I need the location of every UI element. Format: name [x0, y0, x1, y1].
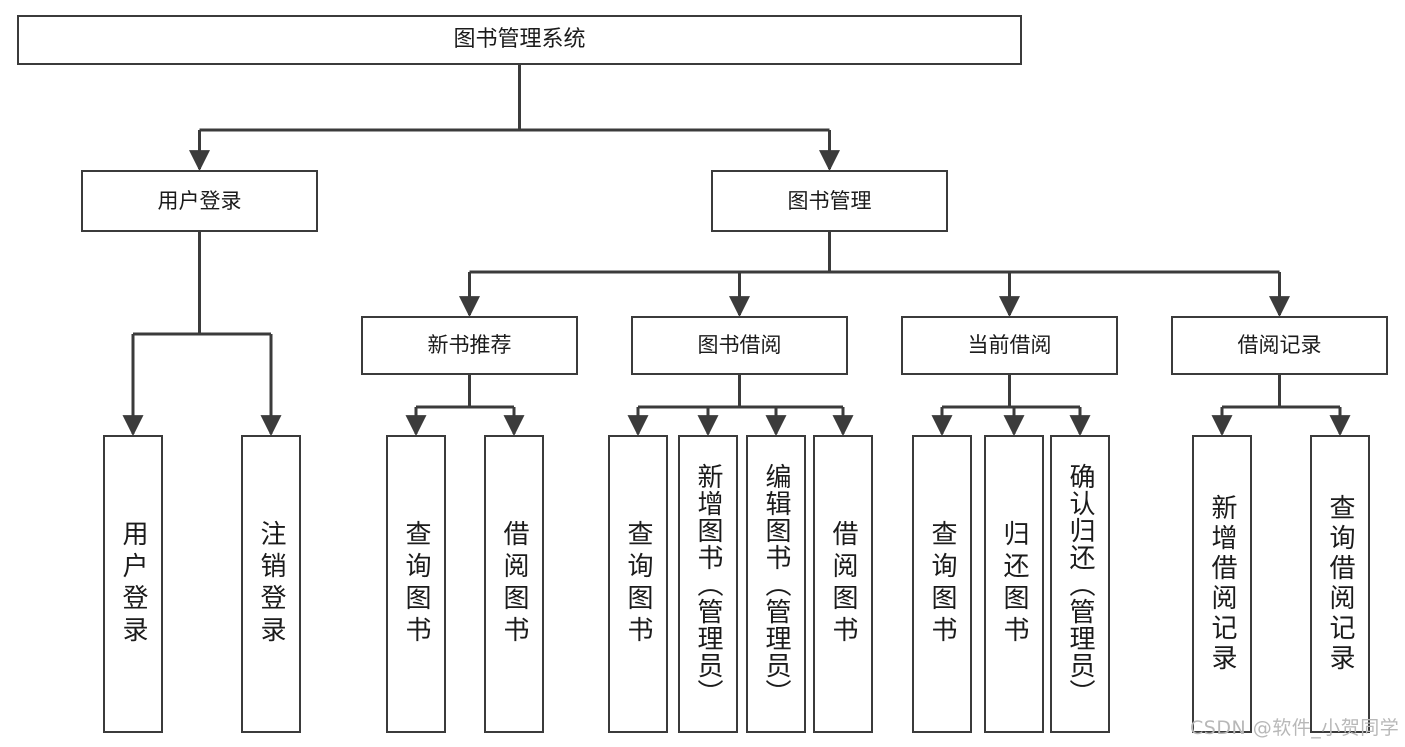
- node-root[interactable]: 图书管理系统: [17, 15, 1022, 65]
- csdn-watermark: CSDN @软件_小贺同学: [1190, 717, 1400, 739]
- node-user-login[interactable]: 用户登录: [81, 170, 318, 232]
- node-new-book-rec[interactable]: 新书推荐: [361, 316, 578, 375]
- node-leaf-add-book[interactable]: 新增图书（管理员）: [678, 435, 738, 733]
- node-label: 编辑图书（管理员）: [761, 462, 791, 706]
- node-leaf-edit-book[interactable]: 编辑图书（管理员）: [746, 435, 806, 733]
- node-leaf-confirm-return[interactable]: 确认归还（管理员）: [1050, 435, 1110, 733]
- node-label: 归还图书: [999, 520, 1029, 648]
- node-leaf-query-book-cur[interactable]: 查询图书: [912, 435, 972, 733]
- node-leaf-query-record[interactable]: 查询借阅记录: [1310, 435, 1370, 733]
- node-label: 新增图书（管理员）: [693, 462, 723, 706]
- node-label: 新增借阅记录: [1207, 494, 1237, 674]
- node-borrow-record[interactable]: 借阅记录: [1171, 316, 1388, 375]
- node-current-borrow[interactable]: 当前借阅: [901, 316, 1118, 375]
- node-leaf-query-book-rec[interactable]: 查询图书: [386, 435, 446, 733]
- node-label: 借阅图书: [828, 520, 858, 648]
- node-leaf-add-record[interactable]: 新增借阅记录: [1192, 435, 1252, 733]
- node-label: 新书推荐: [427, 333, 512, 358]
- node-label: 图书管理: [787, 188, 872, 213]
- node-leaf-borrow-book[interactable]: 借阅图书: [813, 435, 873, 733]
- node-leaf-user-logout[interactable]: 注销登录: [241, 435, 301, 733]
- node-leaf-user-login[interactable]: 用户登录: [103, 435, 163, 733]
- node-book-borrow[interactable]: 图书借阅: [631, 316, 848, 375]
- node-label: 查询图书: [401, 520, 431, 648]
- node-leaf-return-book[interactable]: 归还图书: [984, 435, 1044, 733]
- node-label: 图书管理系统: [453, 27, 586, 53]
- node-leaf-borrow-book-rec[interactable]: 借阅图书: [484, 435, 544, 733]
- node-label: 用户登录: [157, 188, 242, 213]
- node-label: 图书借阅: [697, 333, 782, 358]
- node-label: 当前借阅: [967, 333, 1052, 358]
- node-label: 查询借阅记录: [1325, 494, 1355, 674]
- node-label: 借阅图书: [499, 520, 529, 648]
- node-label: 查询图书: [623, 520, 653, 648]
- node-label: 注销登录: [256, 520, 286, 648]
- node-label: 确认归还（管理员）: [1065, 462, 1095, 706]
- node-leaf-query-book-borrow[interactable]: 查询图书: [608, 435, 668, 733]
- node-book-manage[interactable]: 图书管理: [711, 170, 948, 232]
- node-label: 查询图书: [927, 520, 957, 648]
- node-label: 借阅记录: [1237, 333, 1322, 358]
- node-label: 用户登录: [118, 520, 148, 648]
